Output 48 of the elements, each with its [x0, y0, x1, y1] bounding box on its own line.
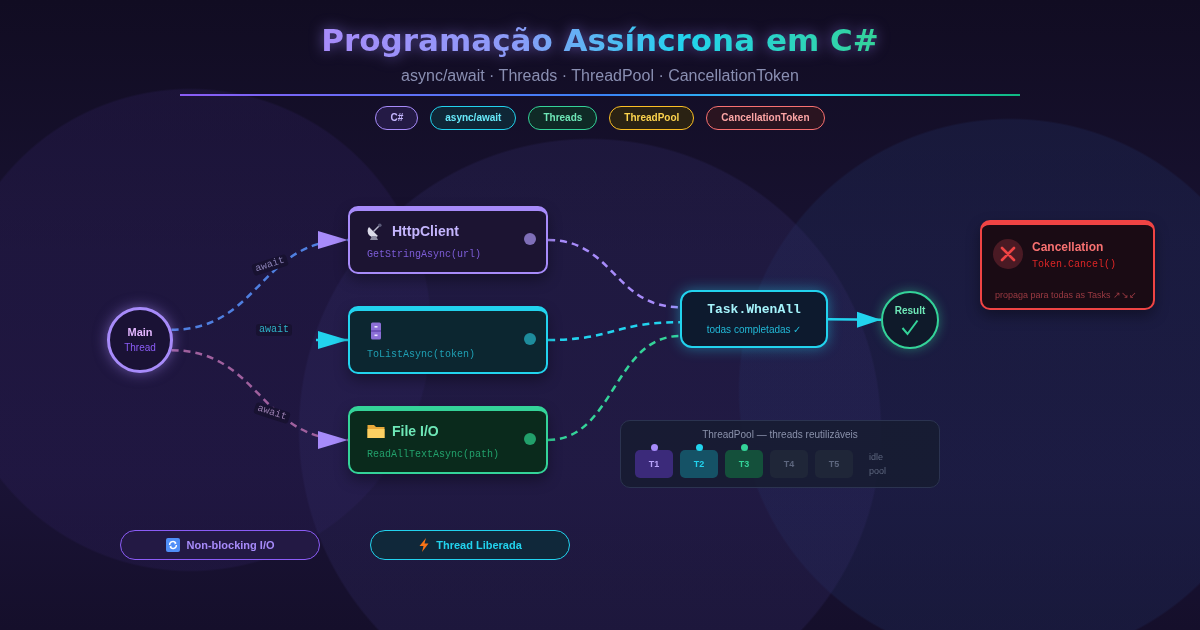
- process-card: [348, 406, 548, 474]
- threadpool-panel: [620, 420, 940, 488]
- node-subtitle: Thread: [124, 342, 156, 354]
- node-title: Result: [894, 304, 926, 317]
- dashed-connector: [171, 233, 349, 332]
- edge-label: await: [256, 324, 292, 336]
- subtitle: async/await · Threads · ThreadPool · CancellationToken: [401, 66, 799, 86]
- pill-text: Non-blocking I/O: [186, 538, 275, 552]
- feature-pill: [120, 530, 320, 560]
- alert-card: [980, 220, 1155, 310]
- note-text: propaga para todas as Tasks ↗↘↙: [995, 289, 1137, 301]
- arrow: [828, 311, 881, 328]
- pill-text: Thread Liberada: [436, 538, 522, 552]
- method-call: Token.Cancel(): [1032, 259, 1116, 271]
- thread-slot: T5: [815, 450, 853, 478]
- process-card: [348, 306, 548, 374]
- method-call: GetStringAsync(url): [367, 249, 482, 261]
- feature-pill: [370, 530, 570, 560]
- node-title: Cancellation: [1032, 240, 1104, 255]
- topic-tag: CancellationToken: [706, 106, 825, 130]
- topic-tag: Threads: [528, 106, 598, 130]
- result-circle: [881, 291, 939, 349]
- topic-tag: async/await: [430, 106, 517, 130]
- dashed-connector: [547, 320, 681, 342]
- dashed-connector: [547, 334, 681, 442]
- method-call: ToListAsync(token): [367, 349, 476, 361]
- dashed-connector: [171, 348, 349, 447]
- thread-slot: T1: [635, 450, 673, 478]
- thread-slot: T3: [725, 450, 763, 478]
- thread-slot: T2: [680, 450, 718, 478]
- node-title: Task.WhenAll: [707, 302, 801, 317]
- process-box: [680, 290, 828, 348]
- dashed-connector: [547, 238, 681, 309]
- node-title: Main: [127, 326, 153, 339]
- panel-title: ThreadPool — threads reutilizáveis: [702, 429, 858, 441]
- arrow: [316, 331, 348, 349]
- thread-slot: T4: [770, 450, 808, 478]
- edge-label: await: [252, 401, 291, 425]
- node-title: File I/O: [392, 422, 439, 441]
- node-title: HttpClient: [392, 222, 459, 241]
- status-note: idle pool: [869, 451, 887, 478]
- node-subtitle: todas completadas ✓: [706, 324, 802, 336]
- thread-circle: [107, 307, 173, 373]
- topic-tag: ThreadPool: [609, 106, 695, 130]
- method-call: ReadAllTextAsync(path): [367, 449, 500, 461]
- topic-tag: C#: [375, 106, 419, 130]
- edge-label: await: [250, 253, 289, 277]
- process-card: [348, 206, 548, 274]
